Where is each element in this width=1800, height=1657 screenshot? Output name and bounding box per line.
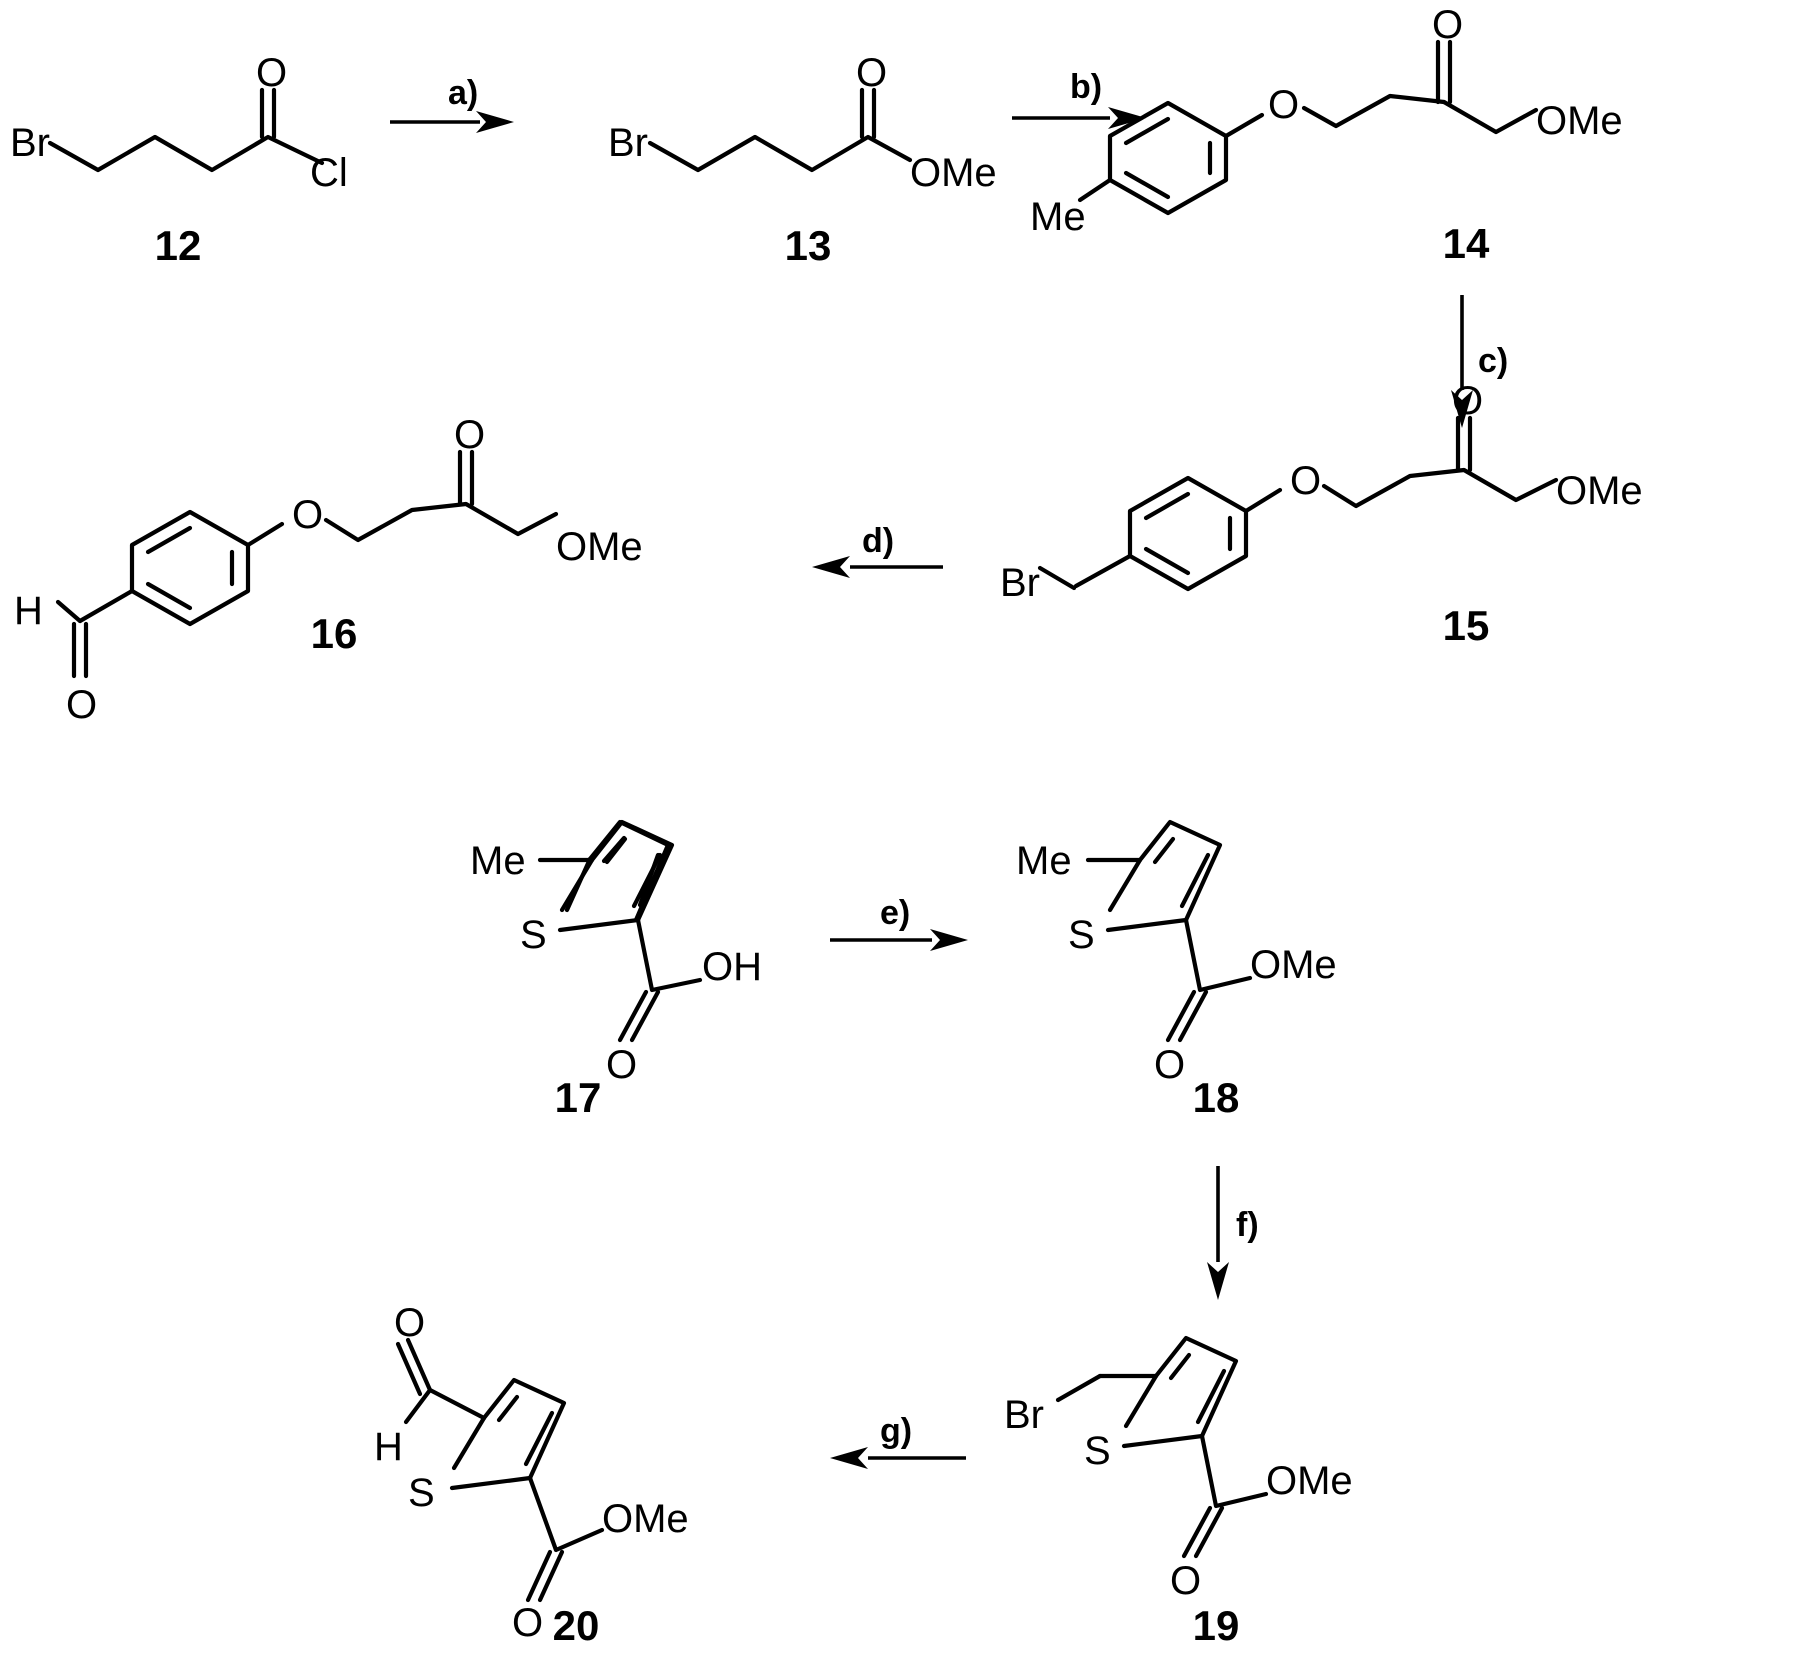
compound-16-label: 16 (311, 610, 358, 657)
reaction-arrow-f (1207, 1166, 1229, 1300)
compound-19-label: 19 (1193, 1602, 1240, 1649)
compound-14-atom-o: O (1432, 3, 1463, 47)
compound-20-label: 20 (553, 1602, 600, 1649)
compound-18-atom-me: Me (1016, 839, 1072, 883)
compound-17-ring (537, 819, 703, 1043)
step-label-d: d) (862, 522, 894, 560)
compound-16-atom-o-ald: O (66, 683, 97, 727)
step-label-b: b) (1070, 68, 1102, 106)
compound-17-atom-s: S (520, 913, 547, 957)
compound-12-atom-cl: Cl (310, 151, 348, 195)
compound-17-label: 17 (555, 1074, 602, 1121)
compound-18-label: 18 (1193, 1074, 1240, 1121)
compound-20-atom-ome: OMe (602, 1497, 689, 1541)
step-label-c: c) (1478, 342, 1508, 380)
compound-15-atom-o-ether: O (1290, 459, 1321, 503)
compound-15-atom-br: Br (1000, 561, 1040, 605)
compound-17-atom-o: O (606, 1043, 637, 1087)
compound-14-structure (1077, 39, 1539, 216)
compound-16-atom-o: O (454, 413, 485, 457)
compound-16-atom-h: H (14, 589, 43, 633)
compound-13-atom-ome: OMe (910, 151, 997, 195)
compound-20-atom-h: H (374, 1425, 403, 1469)
reaction-arrow-e (830, 929, 968, 951)
compound-15-structure (1037, 415, 1559, 592)
compound-14-atom-ome: OMe (1536, 99, 1623, 143)
compound-15-atom-o: O (1452, 379, 1483, 423)
compound-13-structure (647, 87, 913, 173)
compound-17-atom-me: Me (470, 839, 526, 883)
reaction-arrow-g (830, 1447, 966, 1469)
compound-13-label: 13 (785, 222, 832, 269)
compound-19-atom-o: O (1170, 1559, 1201, 1603)
compound-12-atom-o: O (256, 51, 287, 95)
compound-12-label: 12 (155, 222, 202, 269)
compound-15-atom-ome: OMe (1556, 469, 1643, 513)
reaction-arrow-a (390, 111, 514, 133)
step-label-f: f) (1236, 1206, 1259, 1244)
compound-19-atom-ome: OMe (1266, 1459, 1353, 1503)
compound-20-atom-o: O (512, 1601, 543, 1645)
compound-18-atom-o: O (1154, 1043, 1185, 1087)
reaction-arrow-c (1451, 295, 1473, 428)
compound-18-atom-ome: OMe (1250, 943, 1337, 987)
compound-16-atom-ome: OMe (556, 525, 643, 569)
reaction-arrow-d (812, 556, 943, 578)
compound-12-atom-br: Br (10, 121, 50, 165)
compound-14-label: 14 (1443, 220, 1490, 267)
compound-14-atom-o-ether: O (1268, 83, 1299, 127)
compound-18-atom-s: S (1068, 913, 1095, 957)
compound-17-atom-oh: OH (702, 945, 762, 989)
reaction-arrow-b (1012, 107, 1146, 129)
compound-14-atom-me: Me (1030, 195, 1086, 239)
compound-19-atom-br: Br (1004, 1393, 1044, 1437)
step-label-e: e) (880, 894, 910, 932)
compound-15-label: 15 (1443, 602, 1490, 649)
compound-12-structure (47, 87, 325, 173)
compound-20-ring (395, 1337, 605, 1603)
compound-19-atom-s: S (1084, 1429, 1111, 1473)
compound-20-atom-o-ald: O (394, 1301, 425, 1345)
compound-18-ring (1085, 819, 1253, 1043)
step-label-g: g) (880, 1412, 912, 1450)
compound-16-structure (55, 449, 559, 679)
compound-13-atom-br: Br (608, 121, 648, 165)
compound-19-ring (1055, 1335, 1269, 1559)
compound-13-atom-o: O (856, 51, 887, 95)
compound-20-atom-s: S (408, 1471, 435, 1515)
step-label-a: a) (448, 74, 478, 112)
compound-16-atom-o-ether: O (292, 493, 323, 537)
